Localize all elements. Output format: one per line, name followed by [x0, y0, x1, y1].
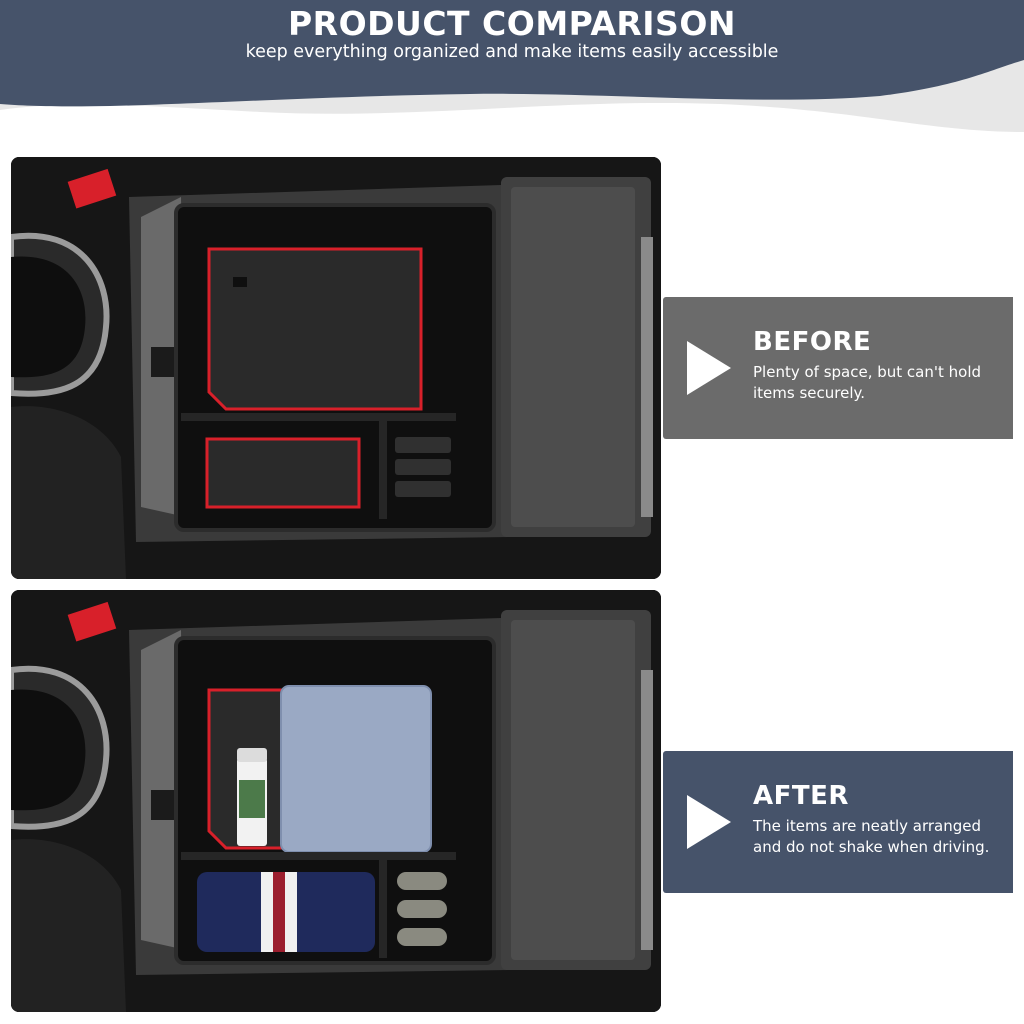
- header-banner: PRODUCT COMPARISON keep everything organ…: [0, 0, 1024, 150]
- before-panel: BEFORE Plenty of space, but can't hold i…: [663, 297, 1013, 439]
- before-description: Plenty of space, but can't hold items se…: [753, 363, 982, 402]
- play-arrow-icon: [687, 341, 731, 395]
- before-label: BEFORE: [753, 327, 872, 357]
- page-subtitle: keep everything organized and make items…: [245, 42, 779, 62]
- banner-wave-shape: [0, 0, 1024, 132]
- play-arrow-icon: [687, 795, 731, 849]
- before-photo: [11, 157, 661, 579]
- after-photo: [11, 590, 661, 1012]
- after-description: The items are neatly arranged and do not…: [753, 817, 990, 856]
- after-label: AFTER: [753, 781, 849, 811]
- page-title: PRODUCT COMPARISON: [288, 4, 736, 43]
- after-panel: AFTER The items are neatly arranged and …: [663, 751, 1013, 893]
